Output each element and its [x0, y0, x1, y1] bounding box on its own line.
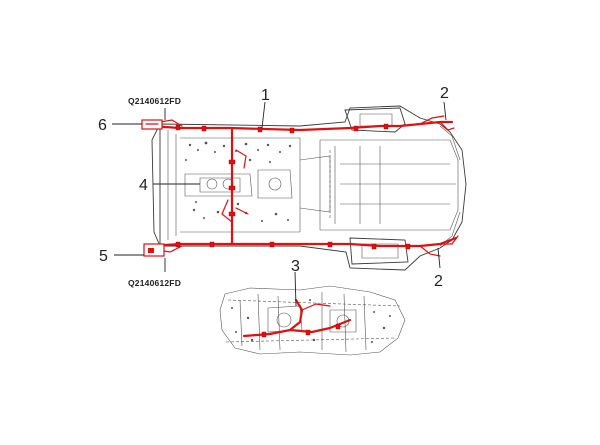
callout-3: 3	[291, 258, 300, 275]
connector-6	[141, 119, 163, 130]
leader-lines	[112, 101, 447, 307]
callout-2-top: 2	[440, 85, 449, 102]
callout-2-bottom: 2	[434, 273, 443, 290]
callout-4: 4	[139, 177, 148, 194]
vehicle-underbody	[151, 105, 467, 271]
inset-detail-marks	[231, 299, 391, 343]
floor-wire-harness	[148, 115, 459, 257]
part-number-top: Q2140612FD	[128, 96, 181, 106]
engine-detail-inset	[219, 285, 406, 356]
part-number-bottom: Q2140612FD	[128, 278, 181, 288]
callout-6: 6	[98, 117, 107, 134]
callout-1: 1	[261, 87, 270, 104]
callout-5: 5	[99, 248, 108, 265]
engine-bay-detail-marks	[185, 141, 292, 222]
connector-5	[143, 243, 165, 257]
